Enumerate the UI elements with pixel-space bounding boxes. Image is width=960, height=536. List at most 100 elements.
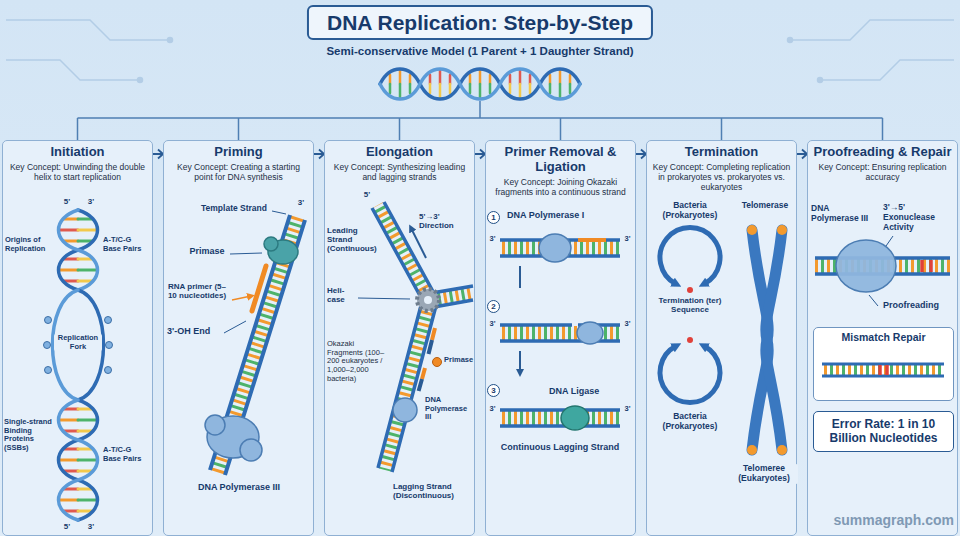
mismatch-dna bbox=[822, 364, 944, 376]
polymerase-enzyme bbox=[205, 415, 262, 461]
ssb-protein bbox=[106, 342, 113, 349]
strand-end-label: 5' bbox=[363, 190, 371, 199]
strand-end-label: 3' bbox=[624, 320, 632, 329]
ligation-rows bbox=[519, 266, 521, 373]
mismatch-box-ground bbox=[813, 327, 954, 401]
part-label: 5'→3' Direction bbox=[418, 212, 474, 230]
header-helix bbox=[430, 70, 530, 84]
strand-end-label: 3' bbox=[489, 320, 497, 329]
helicase-gear bbox=[424, 296, 432, 304]
panel-heading: Initiation bbox=[8, 145, 147, 160]
step-arrow bbox=[314, 150, 324, 159]
key-concept: Key Concept: Completing replication in p… bbox=[652, 162, 791, 193]
part-label: Origins of Replication bbox=[4, 236, 54, 253]
proofreading-dna bbox=[922, 260, 931, 272]
panel-heading: Primer Removal & Ligation bbox=[491, 145, 630, 175]
part-label: Okazaki Fragments (100–200 eukaryotes / … bbox=[326, 340, 390, 383]
panel-ground bbox=[324, 140, 475, 536]
header-helix bbox=[430, 84, 530, 98]
part-label: DNA Polymerase I bbox=[506, 210, 585, 220]
ter-site bbox=[687, 287, 693, 293]
tree-lines bbox=[78, 101, 883, 140]
step-arrow bbox=[797, 150, 807, 159]
part-label: 3'→5' Exonuclease Activity bbox=[882, 203, 954, 232]
part-label: Heli- case bbox=[326, 286, 358, 304]
error-rate-box: Error Rate: 1 in 10 Billion Nucleotides bbox=[813, 411, 954, 452]
telomere-cap bbox=[747, 445, 757, 455]
part-label: Primase bbox=[188, 246, 225, 256]
strand-end-label: 5' bbox=[63, 197, 71, 206]
header-helix bbox=[380, 69, 580, 99]
primer-pointer bbox=[232, 296, 251, 300]
tree-lines bbox=[78, 101, 883, 140]
mismatch-dna bbox=[824, 364, 942, 376]
key-concept: Key Concept: Ensuring replication accura… bbox=[813, 162, 952, 182]
panel-ground bbox=[646, 140, 797, 536]
helicase-gear bbox=[417, 289, 439, 311]
leader-line bbox=[869, 295, 878, 306]
callout-number: 1 bbox=[487, 211, 500, 224]
circuit-decoration bbox=[138, 78, 143, 83]
polymerase-enzyme bbox=[240, 439, 262, 461]
ssb-protein bbox=[45, 317, 52, 324]
initiation-helix bbox=[59, 210, 98, 290]
mismatch-dna bbox=[822, 364, 944, 376]
ssb-protein bbox=[105, 367, 112, 374]
watermark: summagraph.com bbox=[832, 512, 955, 528]
step-panel: Primer Removal & LigationKey Concept: Jo… bbox=[485, 140, 636, 536]
panel-heading: Proofreading & Repair bbox=[813, 145, 952, 160]
ssb-protein bbox=[105, 317, 112, 324]
header-helix bbox=[380, 69, 580, 99]
part-label: RNA primer (5–10 nucleotides) bbox=[166, 282, 228, 300]
part-label: DNA Polymerase III bbox=[424, 396, 474, 422]
circuit-decoration bbox=[168, 38, 173, 43]
priming-template bbox=[252, 266, 266, 311]
leader-line bbox=[272, 211, 286, 214]
ssb-protein bbox=[44, 317, 113, 374]
telomere-cap bbox=[747, 225, 757, 235]
callout-number: 2 bbox=[487, 300, 500, 313]
polymerase-enzyme bbox=[836, 240, 896, 292]
step-arrow bbox=[475, 150, 485, 159]
part-label: Bacteria (Prokaryotes) bbox=[648, 412, 732, 432]
part-label: DNA Polymerase III bbox=[810, 204, 876, 224]
step-panel: PrimingKey Concept: Creating a starting … bbox=[163, 140, 314, 536]
step-panel: Proofreading & RepairKey Concept: Ensuri… bbox=[807, 140, 958, 536]
part-label: Bacteria (Prokaryotes) bbox=[648, 201, 732, 221]
mismatch-box: Mismatch Repair bbox=[813, 327, 954, 401]
key-concept: Key Concept: Synthesizing leading and la… bbox=[330, 162, 469, 182]
part-label: Leading Strand (Continuous) bbox=[326, 226, 376, 254]
step-arrow bbox=[475, 150, 485, 159]
part-label: Telomeree (Eukaryotes) bbox=[730, 464, 798, 484]
ssb-protein bbox=[45, 367, 52, 374]
part-label: Lagging Strand (Discontinuous) bbox=[392, 482, 474, 500]
part-label: Termination (ter) Sequence bbox=[648, 296, 732, 314]
circular-chromosome bbox=[660, 346, 720, 403]
panel-ground bbox=[163, 140, 314, 536]
step-arrow bbox=[797, 150, 807, 159]
strand-end-label: 3' bbox=[87, 197, 95, 206]
primase-enzyme bbox=[433, 358, 442, 367]
polymerase-enzyme bbox=[539, 234, 603, 344]
step-arrow bbox=[153, 150, 163, 159]
key-concept: Key Concept: Joining Okazaki fragments i… bbox=[491, 177, 630, 197]
initiation-helix bbox=[53, 210, 104, 520]
ligase-enzyme bbox=[561, 406, 589, 430]
leader-line bbox=[869, 236, 893, 306]
panel-ground bbox=[807, 140, 958, 536]
part-label: Proofreading bbox=[882, 300, 940, 310]
polymerase-enzyme bbox=[539, 234, 571, 262]
panel-ground bbox=[2, 140, 958, 536]
part-label: A-T/C-G Base Pairs bbox=[102, 236, 152, 253]
primase-enzyme bbox=[264, 237, 278, 251]
header-helix bbox=[380, 69, 580, 99]
telomere-cap bbox=[747, 225, 787, 455]
part-label: 3'-OH End bbox=[166, 326, 211, 336]
key-concept: Key Concept: Creating a starting point f… bbox=[169, 162, 308, 182]
telomere-cap bbox=[777, 445, 787, 455]
linear-chromosome bbox=[752, 230, 782, 450]
strand-end-label: 3' bbox=[624, 405, 632, 414]
panel-heading: Priming bbox=[169, 145, 308, 160]
leader-line bbox=[358, 298, 410, 299]
